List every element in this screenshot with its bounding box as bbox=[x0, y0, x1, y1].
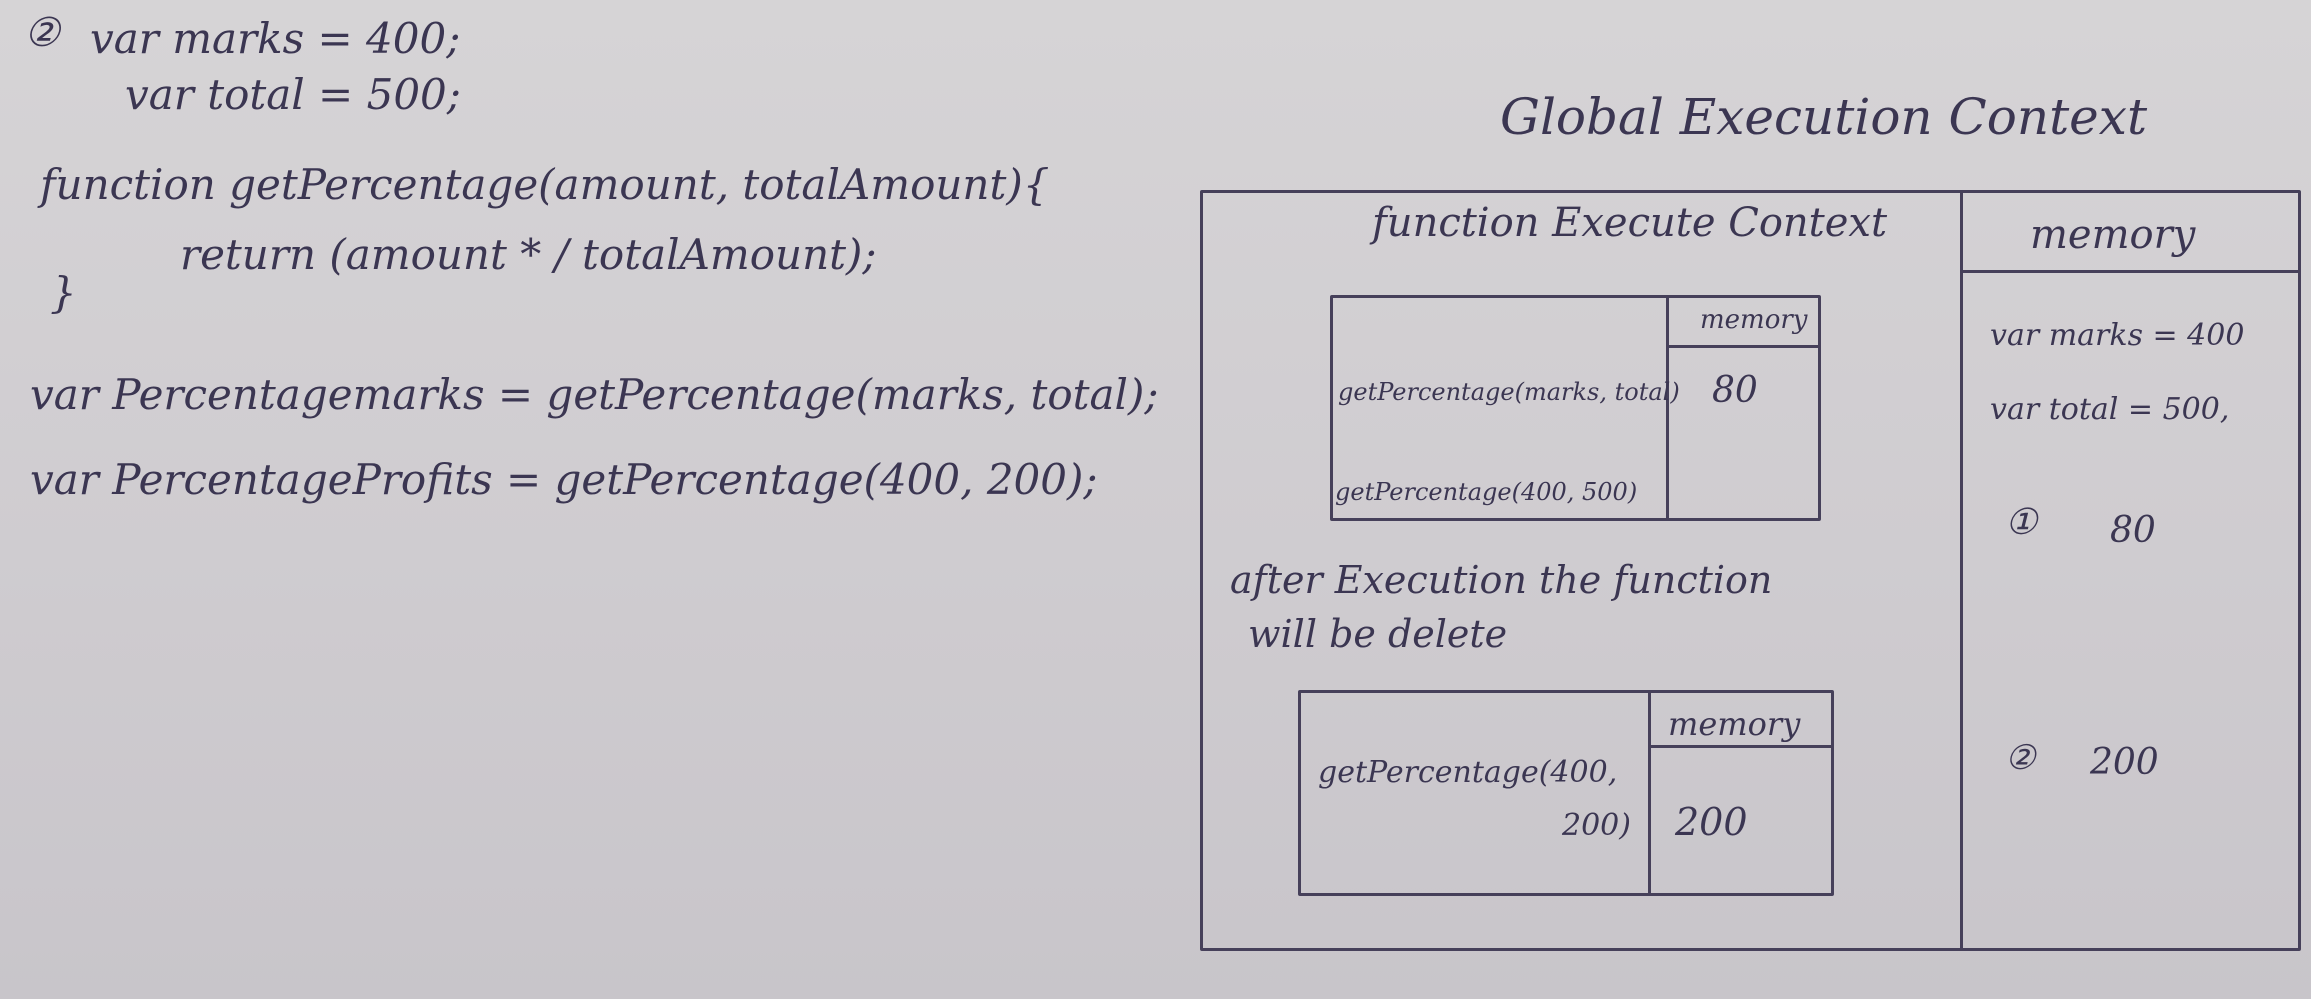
memory-step-1-number: ① bbox=[2005, 502, 2038, 543]
diagram-title: Global Execution Context bbox=[1500, 88, 2148, 146]
global-context-box bbox=[1200, 190, 2301, 951]
code-line-close: } bbox=[50, 268, 77, 317]
step-number-2: ② bbox=[24, 10, 60, 56]
fec-box-2-memory-underline bbox=[1648, 745, 1831, 748]
global-context-divider bbox=[1960, 190, 1963, 948]
memory-step-2-number: ② bbox=[2005, 738, 2036, 778]
fec-box-2-divider bbox=[1648, 690, 1651, 893]
code-line-return: return (amount * / totalAmount); bbox=[180, 230, 877, 279]
code-line-total: var total = 500; bbox=[125, 70, 461, 119]
fec-header: function Execute Context bbox=[1372, 200, 1888, 246]
memory-entry-total: var total = 500, bbox=[1990, 392, 2230, 427]
fec-box-2-value: 200 bbox=[1675, 800, 1748, 844]
memory-header-underline bbox=[1960, 270, 2298, 273]
fec-box-1-value: 80 bbox=[1712, 370, 1758, 411]
memory-entry-marks: var marks = 400 bbox=[1990, 318, 2245, 353]
fec-box-1-memory-label: memory bbox=[1700, 305, 1808, 335]
fec-box-1 bbox=[1330, 295, 1821, 521]
memory-header: memory bbox=[2030, 212, 2196, 258]
note-line-1: after Execution the function bbox=[1230, 558, 1773, 602]
code-line-percentageprofits: var PercentageProfits = getPercentage(40… bbox=[30, 455, 1098, 504]
note-line-2: will be delete bbox=[1248, 612, 1508, 656]
fec-box-1-divider bbox=[1666, 295, 1669, 518]
fec-box-2-call-line-2: 200) bbox=[1562, 808, 1631, 843]
fec-box-2 bbox=[1298, 690, 1834, 896]
fec-box-2-memory-label: memory bbox=[1668, 705, 1801, 743]
code-line-function: function getPercentage(amount, totalAmou… bbox=[40, 160, 1050, 209]
fec-box-1-call-1: getPercentage(marks, total) bbox=[1338, 378, 1680, 406]
code-line-percentagemarks: var Percentagemarks = getPercentage(mark… bbox=[30, 370, 1159, 419]
fec-box-1-call-2: getPercentage(400, 500) bbox=[1335, 478, 1638, 506]
code-line-marks: var marks = 400; bbox=[90, 14, 461, 63]
memory-step-2-value: 200 bbox=[2090, 742, 2159, 783]
fec-box-1-memory-underline bbox=[1666, 345, 1818, 348]
fec-box-2-call-line-1: getPercentage(400, bbox=[1318, 755, 1618, 790]
memory-step-1-value: 80 bbox=[2110, 510, 2156, 551]
